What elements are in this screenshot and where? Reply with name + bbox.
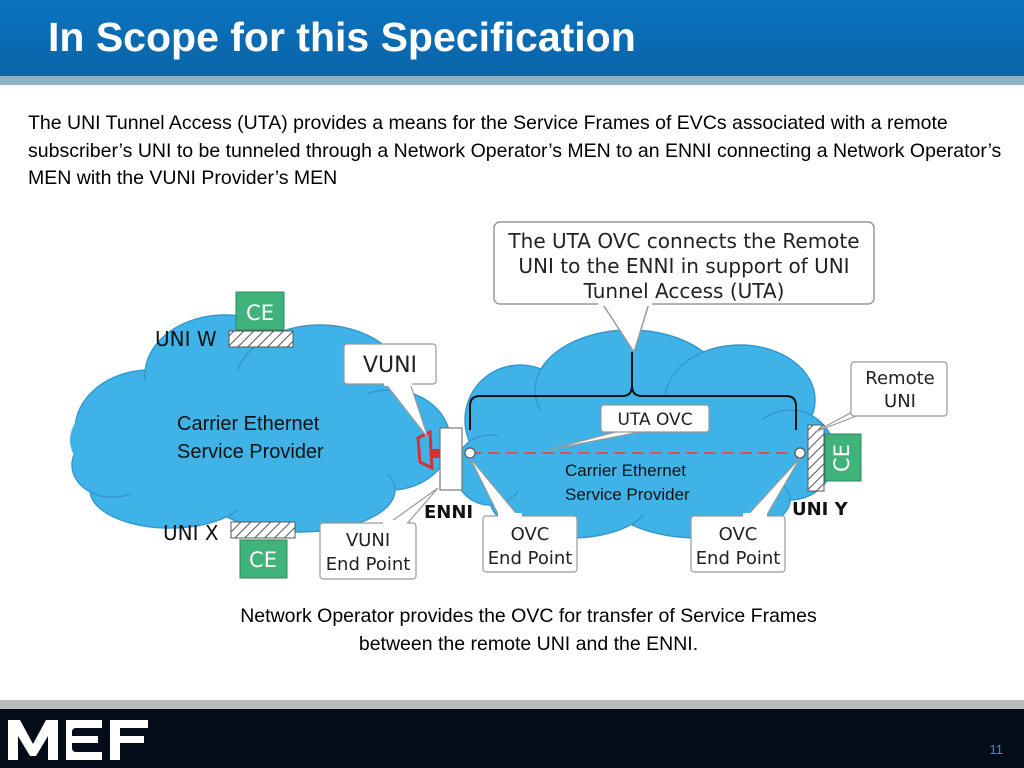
footer-bar	[0, 709, 1024, 768]
right-cloud-line-2: Service Provider	[565, 485, 690, 504]
page-number: 11	[989, 742, 1004, 757]
uni-x-port	[230, 521, 296, 539]
ce-uni-w: CE	[235, 291, 285, 331]
caption-line-1: Network Operator provides the OVC for tr…	[240, 605, 817, 627]
right-cloud-line-1: Carrier Ethernet	[565, 461, 686, 480]
vuni-end-point-line-1: VUNI	[346, 530, 390, 551]
svg-text:CE: CE	[830, 444, 854, 472]
uta-ovc-label: UTA OVC	[547, 404, 710, 451]
left-cloud-line-1: Carrier Ethernet	[177, 413, 320, 435]
left-cloud-line-2: Service Provider	[177, 441, 324, 463]
vuni-callout: VUNI	[343, 343, 437, 439]
mef-logo	[8, 720, 148, 760]
svg-text:CE: CE	[249, 548, 277, 572]
ovc-brace	[469, 352, 797, 430]
uta-callout-line-3: Tunnel Access (UTA)	[583, 279, 785, 303]
footer-stripe	[0, 700, 1024, 709]
vuni-end-point-callout: VUNI End Point	[319, 487, 439, 580]
title-stripe	[0, 76, 1024, 85]
caption: Network Operator provides the OVC for tr…	[160, 603, 897, 658]
uta-callout-line-1: The UTA OVC connects the Remote	[507, 229, 859, 253]
ovc-end-point-left	[464, 447, 476, 459]
vuni-end-point-line-2: End Point	[326, 554, 411, 575]
slide-title: In Scope for this Specification	[48, 14, 636, 60]
enni-label: ENNI	[424, 502, 473, 523]
uta-callout-line-2: UNI to the ENNI in support of UNI	[518, 254, 849, 278]
ovc-end-point-callout-left: OVC End Point	[469, 457, 578, 573]
remote-uni-line-1: Remote	[865, 368, 934, 389]
enni-port	[439, 427, 463, 491]
intro-paragraph: The UNI Tunnel Access (UTA) provides a m…	[28, 112, 1002, 189]
uni-x-label: UNI X	[163, 521, 219, 545]
ovc-end-point-left-line-1: OVC	[511, 524, 550, 545]
ovc-end-point-right-line-2: End Point	[696, 548, 781, 569]
title-bar	[0, 0, 1024, 76]
uta-diagram: The UTA OVC connects the Remote UNI to t…	[70, 221, 948, 580]
svg-text:CE: CE	[246, 301, 274, 325]
uta-ovc-text: UTA OVC	[617, 410, 692, 430]
ovc-end-point-left-line-2: End Point	[488, 548, 573, 569]
uta-callout: The UTA OVC connects the Remote UNI to t…	[493, 221, 875, 354]
ce-uni-y: CE	[824, 433, 862, 482]
remote-uni-line-2: UNI	[884, 391, 916, 412]
uni-y-port	[807, 424, 825, 492]
remote-uni-callout: Remote UNI	[814, 361, 948, 433]
vuni-text: VUNI	[363, 353, 417, 378]
uni-w-port	[228, 330, 294, 348]
uni-y-label: UNI Y	[792, 499, 849, 520]
uni-w-label: UNI W	[155, 327, 217, 351]
caption-line-2: between the remote UNI and the ENNI.	[358, 632, 699, 655]
ce-uni-x: CE	[239, 539, 288, 579]
ovc-end-point-callout-right: OVC End Point	[690, 457, 801, 573]
ovc-end-point-right	[794, 447, 806, 459]
ovc-end-point-right-line-1: OVC	[719, 524, 758, 545]
